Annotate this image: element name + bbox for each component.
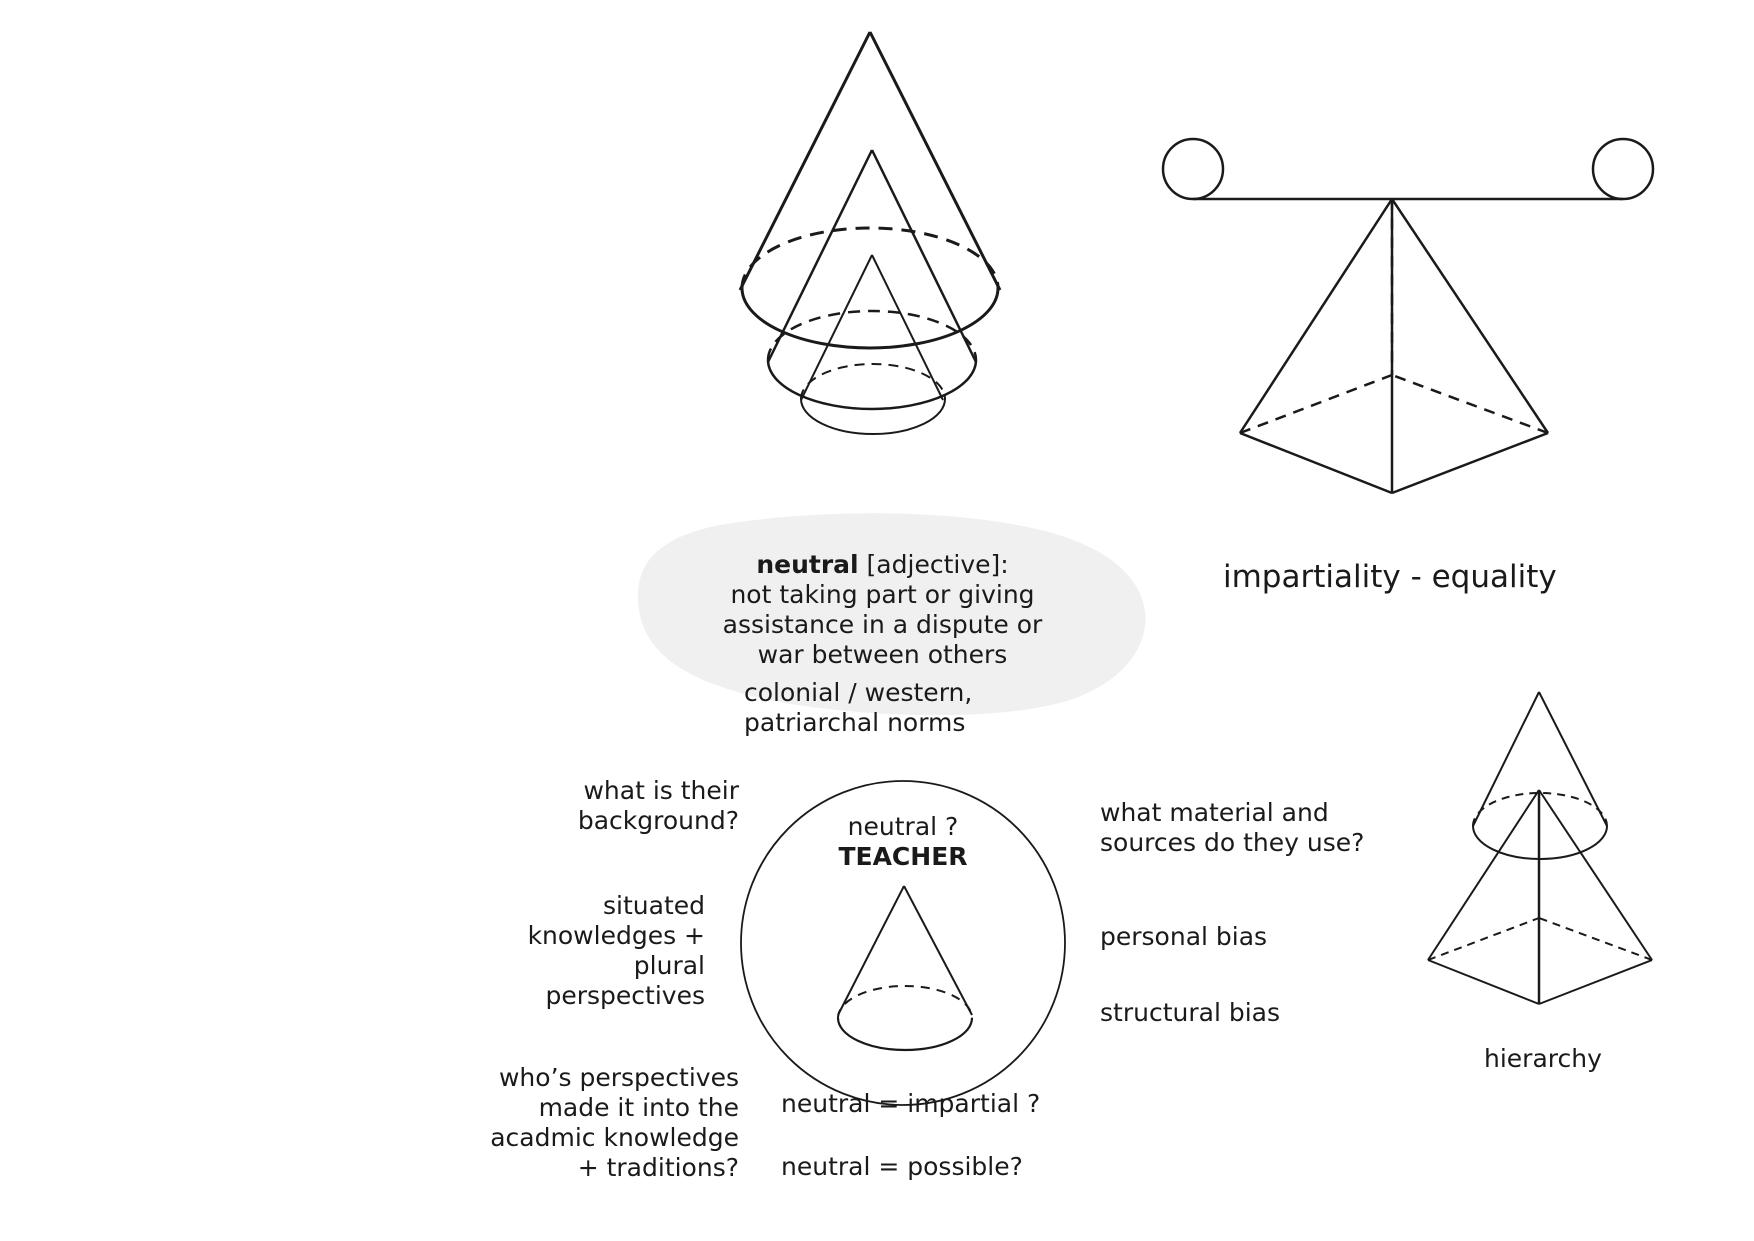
structural-bias-note: structural bias bbox=[1100, 998, 1280, 1027]
definition-blob bbox=[637, 513, 1146, 716]
situated-note: situated knowledges + plural perspective… bbox=[500, 891, 705, 1011]
teacher-title: TEACHER bbox=[838, 842, 968, 871]
situated-line-2: knowledges + bbox=[527, 921, 705, 950]
cone-on-pyramid-icon bbox=[1427, 691, 1653, 1005]
perspectives-note: who’s perspectives made it into the acad… bbox=[459, 1063, 739, 1183]
nested-cones-icon bbox=[738, 31, 1002, 435]
background-line-2: background? bbox=[577, 806, 739, 835]
possible-question: neutral = possible? bbox=[781, 1152, 1023, 1181]
perspectives-line-2: made it into the bbox=[538, 1093, 739, 1122]
background-line-1: what is their bbox=[583, 776, 739, 805]
balance-pyramid-icon bbox=[1161, 137, 1655, 495]
situated-line-1: situated bbox=[603, 891, 705, 920]
teacher-question: neutral ? bbox=[847, 812, 959, 841]
definition-line-1: not taking part or giving bbox=[730, 580, 1035, 609]
teacher-circle-icon bbox=[740, 780, 1066, 1106]
background-note: what is their background? bbox=[520, 776, 739, 836]
norms-line-1: colonial / western, bbox=[744, 678, 973, 707]
hierarchy-label: hierarchy bbox=[1484, 1044, 1602, 1073]
situated-line-3: plural bbox=[633, 951, 705, 980]
personal-bias-note: personal bias bbox=[1100, 922, 1268, 951]
norms-line-2: patriarchal norms bbox=[744, 708, 966, 737]
material-line-2: sources do they use? bbox=[1100, 828, 1365, 857]
norms-note: colonial / western, patriarchal norms bbox=[744, 678, 972, 738]
impartial-question: neutral = impartial ? bbox=[781, 1089, 1041, 1118]
perspectives-line-1: who’s perspectives bbox=[498, 1063, 739, 1092]
definition-part-of-speech: [adjective]: bbox=[858, 550, 1009, 579]
definition-line-3: war between others bbox=[757, 640, 1008, 669]
material-note: what material and sources do they use? bbox=[1100, 798, 1364, 858]
definition-term: neutral bbox=[756, 550, 859, 579]
definition-line-2: assistance in a dispute or bbox=[722, 610, 1043, 639]
perspectives-line-3: acadmic knowledge bbox=[490, 1123, 739, 1152]
teacher-label: neutral ? TEACHER bbox=[803, 812, 1003, 872]
material-line-1: what material and bbox=[1100, 798, 1329, 827]
impartiality-label: impartiality - equality bbox=[1223, 559, 1557, 595]
definition-text: neutral [adjective]: not taking part or … bbox=[710, 550, 1055, 670]
situated-line-4: perspectives bbox=[545, 981, 706, 1010]
perspectives-line-4: + traditions? bbox=[577, 1153, 739, 1182]
